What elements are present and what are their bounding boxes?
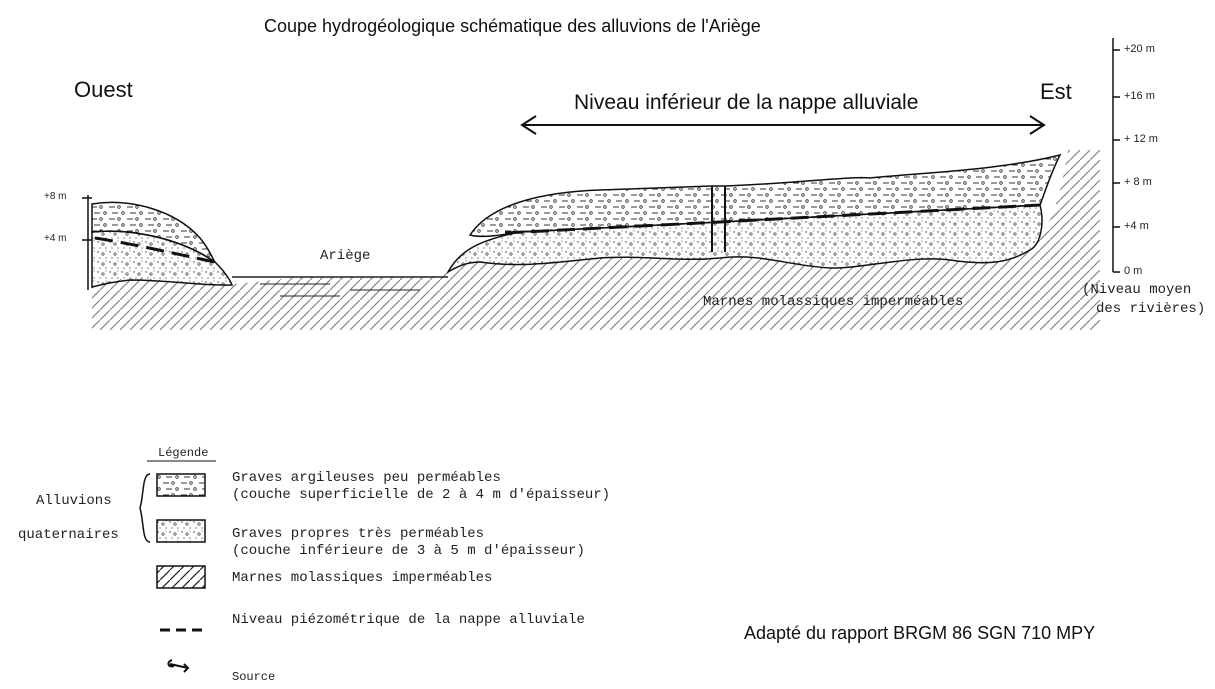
legend-heading: Légende [158,445,208,462]
legend-item-source: Source [232,669,275,686]
bedrock-label: Marnes molassiques imperméables [703,294,963,310]
source-note: Adapté du rapport BRGM 86 SGN 710 MPY [744,623,1095,644]
diagram-title: Coupe hydrogéologique schématique des al… [264,16,761,37]
right-scale-tick: + 12 m [1124,133,1158,145]
legend-item-clean-gravel: Graves propres très perméables (couche i… [232,526,585,560]
aquifer-level-label: Niveau inférieur de la nappe alluviale [574,91,918,115]
aquifer-extent-arrow [522,116,1044,134]
right-scale-note: des rivières) [1096,301,1205,317]
legend-group-label: Alluvions [36,493,112,510]
left-scale-tick: +4 m [44,233,67,244]
legend-item-piezometric: Niveau piézométrique de la nappe alluvia… [232,612,585,629]
left-elevation-scale [82,195,92,290]
river-label: Ariège [320,248,370,264]
right-scale-tick: +16 m [1124,90,1155,102]
right-scale-tick: +4 m [1124,220,1149,232]
right-scale-note: (Niveau moyen [1082,282,1191,298]
right-scale-tick: +20 m [1124,43,1155,55]
right-scale-tick: 0 m [1124,265,1142,277]
legend-item-clay-gravel: Graves argileuses peu perméables (couche… [232,470,610,504]
east-label: Est [1040,79,1072,105]
legend-group-label: quaternaires [18,527,119,544]
west-label: Ouest [74,77,133,103]
legend-swatches [140,461,216,672]
right-scale-tick: + 8 m [1124,176,1152,188]
legend-item-bedrock: Marnes molassiques imperméables [232,570,492,587]
left-scale-tick: +8 m [44,191,67,202]
right-elevation-scale [1113,38,1120,272]
